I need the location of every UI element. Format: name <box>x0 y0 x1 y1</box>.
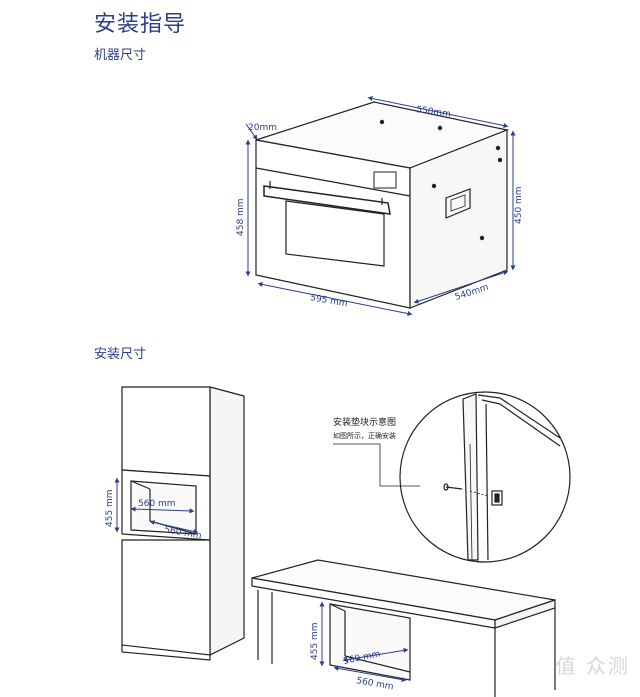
top-depth-label: 550mm <box>416 105 452 120</box>
under-counter-dimension-lines <box>319 601 409 683</box>
front-gap-label: 20mm <box>248 123 277 133</box>
watermark: 值 众测 <box>555 654 630 678</box>
section-title-install-size: 安装尺寸 <box>94 347 147 362</box>
tall-cabinet-dimension-lines <box>114 477 199 534</box>
side-height-label: 450 mm <box>514 186 524 224</box>
tall-width-label: 560 mm <box>138 499 176 509</box>
callout-box: 安装垫块示意图 如图所示，正确安装 <box>333 416 420 487</box>
under-counter-cabinet-drawing <box>251 559 556 697</box>
oven-dimension-lines <box>245 96 516 316</box>
tall-height-label: 455 mm <box>105 489 115 527</box>
section-title-machine-size: 机器尺寸 <box>94 48 147 63</box>
callout-subtitle: 如图所示，正确安装 <box>333 431 396 440</box>
callout-title: 安装垫块示意图 <box>333 416 396 428</box>
front-width-label: 595 mm <box>309 293 348 309</box>
under-depth-label: 560 mm <box>355 676 394 692</box>
tall-cabinet-drawing <box>121 386 245 661</box>
oven-drawing <box>255 101 510 309</box>
front-height-label: 458 mm <box>236 198 246 236</box>
page-title: 安装指导 <box>94 12 187 37</box>
under-height-label: 455 mm <box>310 622 320 660</box>
spacer-detail-drawing <box>399 391 571 563</box>
